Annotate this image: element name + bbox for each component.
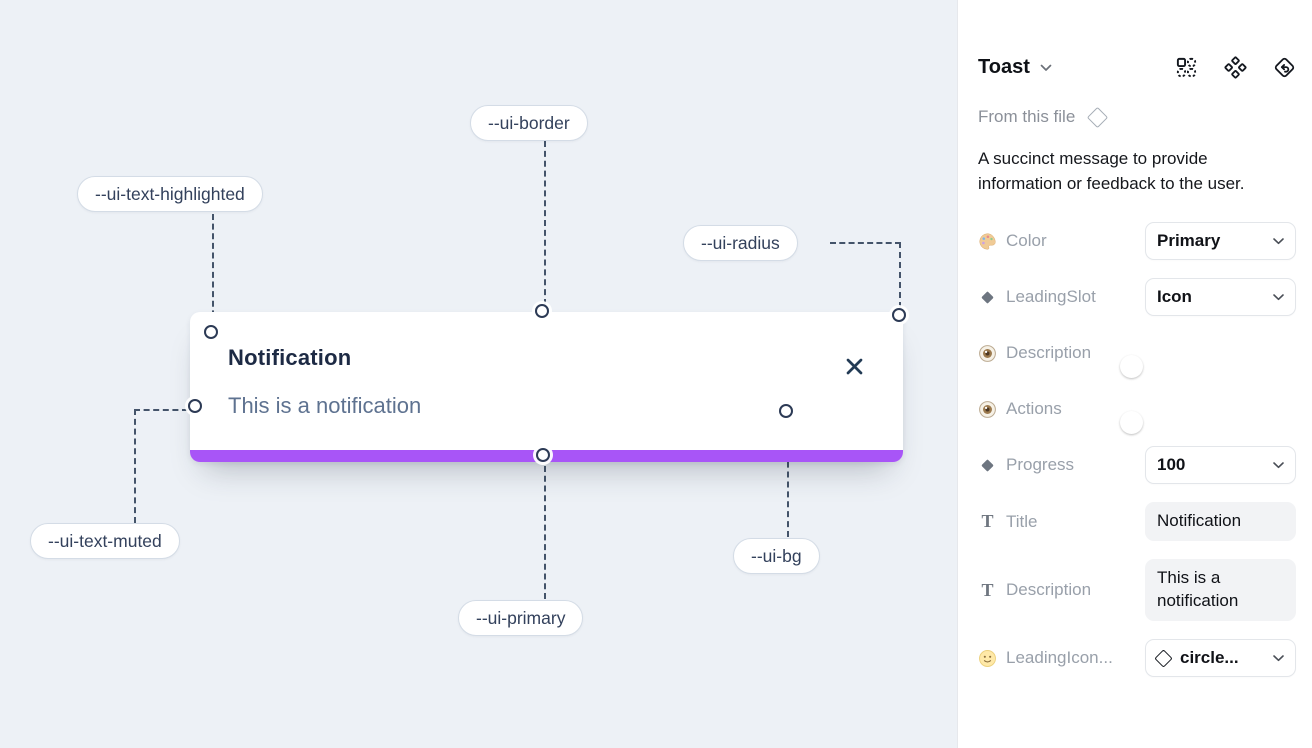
toast-title: Notification [228,345,352,370]
component-name[interactable]: Toast [978,56,1030,78]
property-label: Description [1006,580,1092,600]
connector-dot-border [535,304,549,318]
eye-icon [978,400,997,419]
property-row-title: T Title Notification [978,502,1296,542]
return-to-component-icon[interactable] [1273,56,1296,79]
connector-dot-bg [779,404,793,418]
progress-select[interactable]: 100 [1145,446,1296,485]
connector-line-ui-border [544,141,546,305]
connector-dot-text-muted [188,399,202,413]
leadingslot-select-value: Icon [1157,287,1192,307]
property-label: LeadingSlot [1006,287,1096,307]
toast-description: This is a notification [228,393,422,418]
chevron-down-icon[interactable] [1040,64,1052,72]
diamond-icon [978,456,997,475]
chevron-down-icon [1273,654,1284,662]
connector-line-ui-primary [544,466,546,599]
property-row-progress: Progress 100 [978,446,1296,485]
property-label: Description [1006,343,1092,363]
property-label: LeadingIcon... [1006,648,1113,668]
color-select-value: Primary [1157,231,1221,251]
callout-ui-bg: --ui-bg [733,538,820,574]
diamond-outline-icon[interactable] [1087,106,1109,128]
properties-panel: Toast [957,0,1312,748]
leadingslot-select[interactable]: Icon [1145,278,1296,317]
components-icon[interactable] [1224,56,1247,79]
property-row-color: Color Primary [978,222,1296,261]
panel-header: Toast [978,56,1296,79]
source-row: From this file [978,106,1296,128]
palette-icon [978,232,997,251]
chevron-down-icon [1273,237,1284,245]
canvas: Notification This is a notification --ui… [30,105,906,636]
toggle-knob [1120,355,1143,379]
text-icon: T [981,511,994,532]
text-icon: T [981,579,994,600]
toggle-knob [1120,411,1143,435]
title-field[interactable]: Notification [1145,502,1296,542]
callout-ui-primary: --ui-primary [458,600,584,636]
callout-ui-text-highlighted: --ui-text-highlighted [77,176,263,212]
toast-preview: Notification This is a notification [190,312,903,462]
connector-dot-primary [536,448,550,462]
property-row-leadingslot: LeadingSlot Icon [978,278,1296,317]
close-icon[interactable] [842,354,866,378]
source-label: From this file [978,107,1076,126]
property-row-leadingicon: LeadingIcon... circle... [978,639,1296,678]
leadingicon-select[interactable]: circle... [1145,639,1296,678]
description-field[interactable]: This is a notification [1145,559,1296,622]
property-row-actions-toggle: Actions [978,390,1296,435]
callout-ui-radius: --ui-radius [683,225,798,261]
diamond-outline-icon [1154,648,1173,668]
callout-ui-border: --ui-border [470,105,588,141]
connector-line-ui-radius [830,242,901,308]
connector-line-ui-bg [787,422,789,537]
panel-toolbar [1175,56,1296,79]
property-row-description-toggle: Description [978,334,1296,379]
property-rows: Color Primary LeadingSlot [978,222,1296,678]
property-row-description-text: T Description This is a notification [978,559,1296,622]
smiley-icon [978,649,997,668]
property-label: Progress [1006,455,1075,475]
property-label: Actions [1006,399,1062,419]
progress-select-value: 100 [1157,455,1186,475]
chevron-down-icon [1273,293,1284,301]
diamond-icon [978,288,997,307]
callout-ui-text-muted: --ui-text-muted [30,523,180,559]
property-label: Color [1006,231,1047,251]
eye-icon [978,344,997,363]
connector-dot-text-highlighted [204,325,218,339]
connector-line-ui-text-muted [134,409,188,523]
connector-line-ui-text-highlighted [212,214,214,326]
color-select[interactable]: Primary [1145,222,1296,261]
chevron-down-icon [1273,461,1284,469]
connector-dot-radius [892,308,906,322]
leadingicon-select-value: circle... [1180,648,1239,668]
instance-grid-icon[interactable] [1175,56,1198,79]
component-description: A succinct message to provide informatio… [978,149,1245,193]
property-label: Title [1006,511,1038,531]
